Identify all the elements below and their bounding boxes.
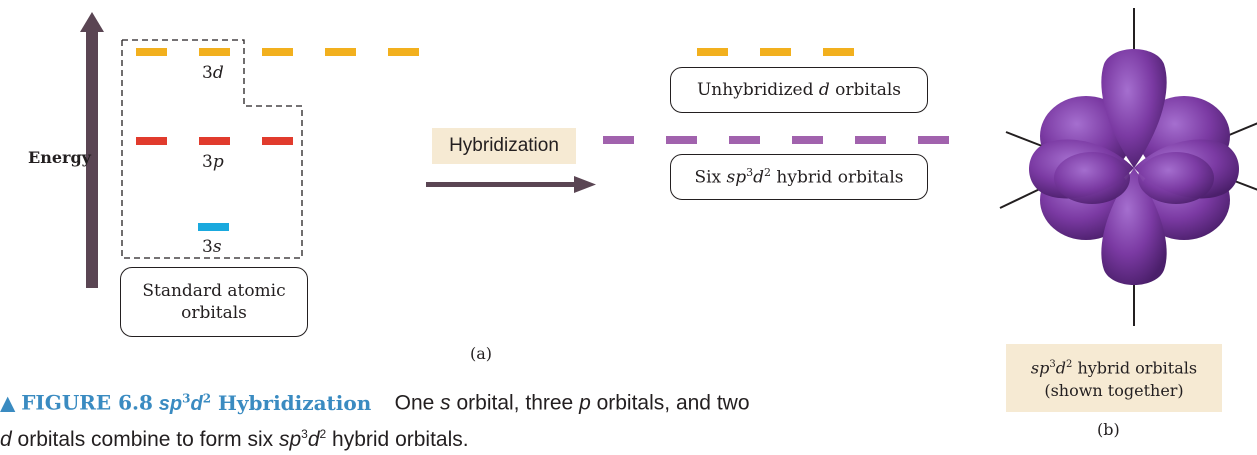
figure-caption: ▲ FIGURE 6.8 sp3d2 Hybridization One s o… bbox=[0, 383, 900, 455]
orbital-3d-3 bbox=[262, 48, 293, 56]
orbital-3d-2 bbox=[199, 48, 230, 56]
label-3p: 3p bbox=[202, 152, 224, 172]
unhybridized-d-2 bbox=[760, 48, 791, 56]
orbital-tag: sp3d2 hybrid orbitals (shown together) bbox=[1006, 344, 1222, 412]
hybrid-orbitals-box: Six sp3d2 hybrid orbitals bbox=[670, 154, 928, 200]
hybridization-label: Hybridization bbox=[432, 128, 576, 164]
orbital-3d-5 bbox=[388, 48, 419, 56]
unhybridized-box: Unhybridized d orbitals bbox=[670, 67, 928, 113]
orbital-3p-2 bbox=[199, 137, 230, 145]
hybridization-arrow bbox=[426, 176, 598, 194]
orbital-3d-1 bbox=[136, 48, 167, 56]
unhybridized-d-1 bbox=[697, 48, 728, 56]
standard-box-line1: Standard atomic bbox=[142, 280, 285, 302]
hybrid-orbital-6 bbox=[918, 136, 949, 144]
part-b-label: (b) bbox=[1097, 420, 1120, 439]
orbital-3s bbox=[198, 223, 229, 231]
hybrid-orbital-5 bbox=[855, 136, 886, 144]
sp3d2-orbital-image bbox=[996, 8, 1257, 330]
orbital-3p-1 bbox=[136, 137, 167, 145]
hybrid-orbital-1 bbox=[603, 136, 634, 144]
hybrid-orbital-3 bbox=[729, 136, 760, 144]
hybrid-orbital-4 bbox=[792, 136, 823, 144]
orbital-3p-3 bbox=[262, 137, 293, 145]
label-3d: 3d bbox=[202, 63, 224, 83]
orbital-3d-4 bbox=[325, 48, 356, 56]
unhybridized-d-3 bbox=[823, 48, 854, 56]
caption-figure: FIGURE 6.8 bbox=[21, 391, 153, 415]
energy-label: Energy bbox=[28, 148, 91, 167]
hybrid-orbital-2 bbox=[666, 136, 697, 144]
part-a-label: (a) bbox=[470, 344, 492, 363]
standard-orbitals-box: Standard atomic orbitals bbox=[120, 267, 308, 337]
caption-marker: ▲ bbox=[0, 391, 15, 415]
standard-box-line2: orbitals bbox=[181, 302, 247, 324]
label-3s: 3s bbox=[202, 237, 222, 257]
